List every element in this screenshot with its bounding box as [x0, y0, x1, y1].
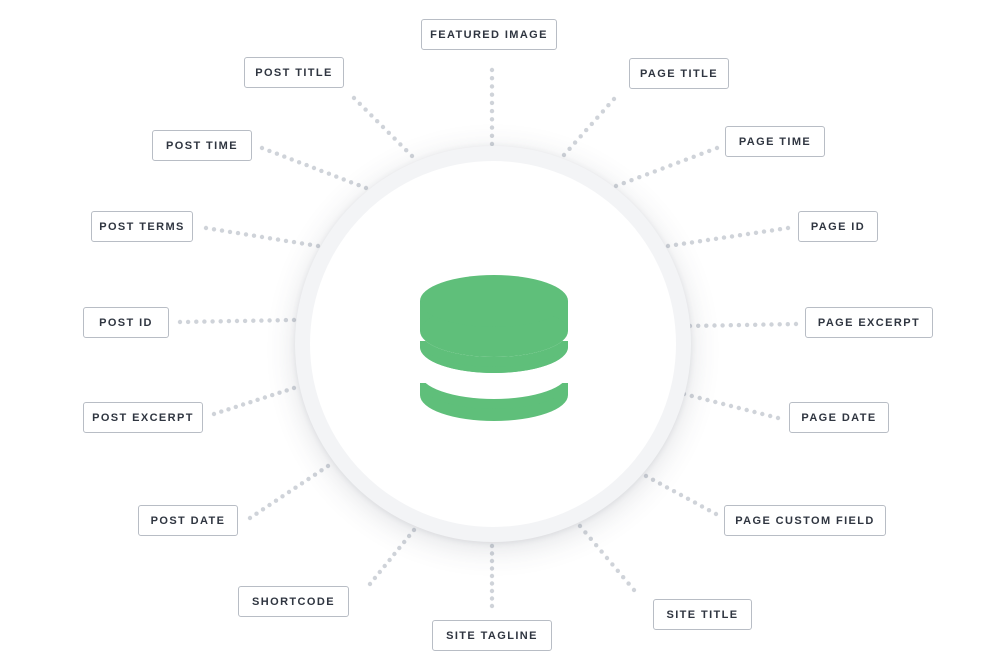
- label-page-custom-field: PAGE CUSTOM FIELD: [724, 505, 886, 536]
- center-hub: [295, 146, 691, 542]
- connector-featured-image: [489, 67, 495, 147]
- label-page-time: PAGE TIME: [725, 126, 825, 157]
- connector-shortcode: [367, 527, 417, 587]
- label-post-date: POST DATE: [138, 505, 238, 536]
- connector-site-tagline: [489, 543, 495, 609]
- label-page-date: PAGE DATE: [789, 402, 889, 433]
- label-post-excerpt: POST EXCERPT: [83, 402, 203, 433]
- label-shortcode: SHORTCODE: [238, 586, 349, 617]
- label-post-terms: POST TERMS: [91, 211, 193, 242]
- connector-page-custom-field: [643, 473, 719, 517]
- connector-post-excerpt: [211, 385, 297, 417]
- connector-post-title: [351, 95, 415, 159]
- label-post-title: POST TITLE: [244, 57, 344, 88]
- connector-page-date: [681, 391, 781, 421]
- label-site-tagline: SITE TAGLINE: [432, 620, 552, 651]
- connector-post-terms: [203, 225, 321, 249]
- label-site-title: SITE TITLE: [653, 599, 752, 630]
- connector-page-id: [665, 225, 791, 249]
- label-page-title: PAGE TITLE: [629, 58, 729, 89]
- connector-post-time: [259, 145, 369, 191]
- database-icon: [420, 275, 568, 421]
- label-page-excerpt: PAGE EXCERPT: [805, 307, 933, 338]
- label-featured-image: FEATURED IMAGE: [421, 19, 557, 50]
- connector-page-title: [561, 96, 617, 158]
- label-page-id: PAGE ID: [798, 211, 878, 242]
- connector-page-time: [613, 145, 720, 189]
- label-post-time: POST TIME: [152, 130, 252, 161]
- connector-post-id: [177, 317, 297, 325]
- label-post-id: POST ID: [83, 307, 169, 338]
- connector-post-date: [247, 463, 331, 521]
- connector-site-title: [577, 523, 637, 593]
- connector-page-excerpt: [687, 321, 799, 329]
